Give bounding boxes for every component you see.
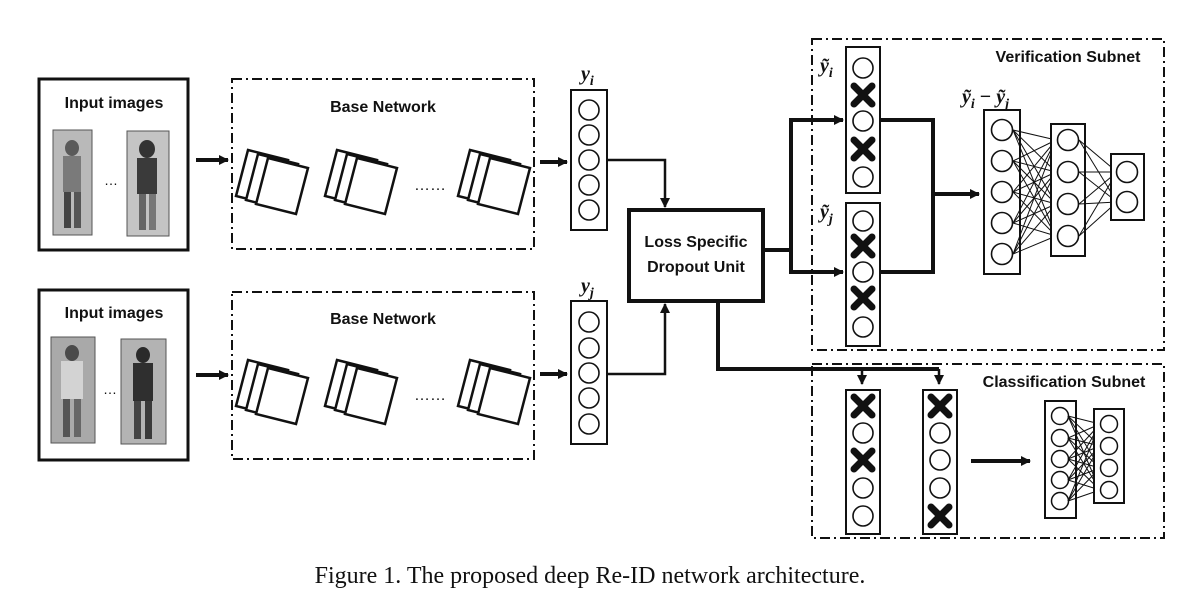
input-ellipsis-bottom: …: [103, 381, 117, 397]
class-output-layer: [1093, 408, 1125, 504]
feature-maps-bottom-3: [456, 358, 532, 426]
base-network-label-bottom: Base Network: [330, 311, 436, 328]
class-vector-2: [922, 389, 958, 535]
person-image-bottom-1: [50, 336, 96, 444]
verif-merge-connector: [880, 118, 935, 274]
feature-label-bottom: yj: [579, 275, 594, 301]
input-ellipsis-top: …: [104, 172, 118, 188]
dropout-unit: Loss Specific Dropout Unit: [627, 208, 765, 303]
input-panel-top: Input images …: [37, 77, 190, 252]
feature-maps-bottom-1: [234, 358, 310, 426]
arrow-dropout-to-verif-bottom: [789, 250, 844, 277]
base-ellipsis-bottom: ……: [414, 387, 446, 404]
arrow-feature-top-to-dropout: [607, 158, 670, 208]
feature-vector-bottom: yj: [570, 275, 608, 445]
dropout-label-line1: Loss Specific: [644, 234, 747, 251]
class-vector-1: [845, 389, 881, 535]
base-network-bottom: Base Network ……: [231, 291, 535, 460]
verif-vector-top: [845, 46, 881, 194]
person-image-top-2: [126, 130, 170, 237]
diff-layer: [983, 109, 1021, 275]
person-image-top-1: [52, 129, 93, 236]
classification-subnet: Classification Subnet: [811, 363, 1165, 539]
base-network-top: Base Network ……: [231, 78, 535, 250]
classification-title: Classification Subnet: [983, 374, 1146, 391]
verif-output-layer: [1110, 153, 1145, 221]
verif-hidden-layer: [1050, 123, 1086, 257]
verification-subnet: Verification Subnet ỹi ỹj ỹi − ỹj: [811, 38, 1165, 351]
feature-maps-top-2: [323, 148, 399, 216]
feature-maps-bottom-2: [323, 358, 399, 426]
connector-dropout-to-class: [716, 301, 939, 371]
input-label-top: Input images: [65, 95, 164, 112]
input-panel-bottom: Input images …: [37, 288, 190, 462]
person-image-bottom-2: [120, 338, 167, 445]
verif-label-top: ỹi: [818, 55, 833, 81]
diff-label: ỹi − ỹj: [960, 86, 1009, 112]
figure-caption: Figure 1. The proposed deep Re-ID networ…: [315, 563, 866, 589]
verif-connections-1: [1012, 129, 1057, 255]
feature-vector-top: yi: [570, 63, 608, 231]
feature-label-top: yi: [579, 63, 594, 89]
arrow-dropout-to-verif-top: [763, 115, 844, 252]
verification-title: Verification Subnet: [996, 49, 1142, 66]
feature-maps-top-1: [234, 148, 310, 216]
verif-label-bottom: ỹj: [818, 201, 833, 227]
verif-vector-bottom: [845, 202, 881, 347]
base-network-label-top: Base Network: [330, 99, 436, 116]
feature-maps-top-3: [456, 148, 532, 216]
input-label-bottom: Input images: [65, 305, 164, 322]
dropout-label-line2: Dropout Unit: [647, 259, 745, 276]
base-ellipsis-top: ……: [414, 177, 446, 194]
arrow-feature-bottom-to-dropout: [607, 303, 670, 376]
